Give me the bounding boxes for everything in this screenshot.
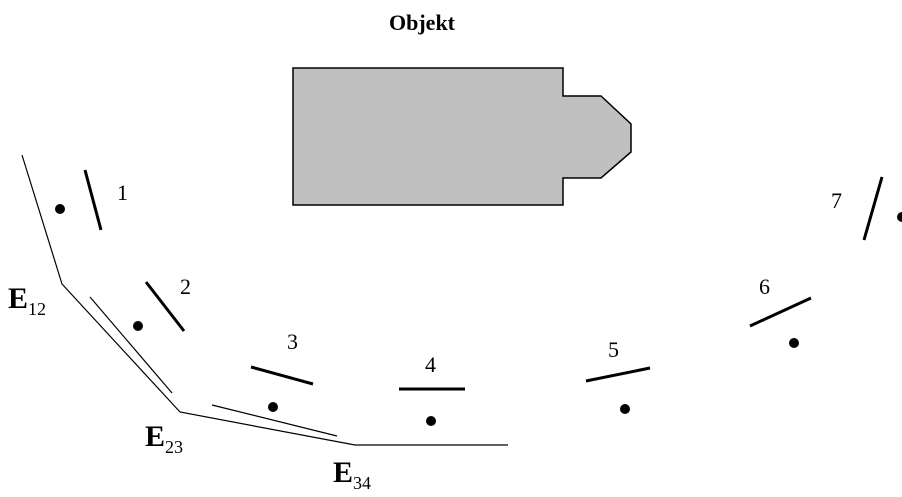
camera-6: 6 — [749, 274, 812, 348]
camera-4: 4 — [399, 352, 465, 426]
camera-7: 7 — [831, 176, 902, 241]
object-shape — [292, 67, 632, 206]
camera-6-center — [789, 338, 799, 348]
camera-5-center — [620, 404, 630, 414]
camera-7-center — [897, 212, 902, 222]
camera-7-image-plane — [862, 176, 884, 241]
camera-2-label: 2 — [180, 274, 191, 299]
camera-4-center — [426, 416, 436, 426]
camera-2-center — [133, 321, 143, 331]
camera-3: 3 — [250, 329, 314, 412]
diagram-title: Objekt — [389, 10, 456, 35]
camera-2: 2 — [133, 274, 191, 332]
camera-3-image-plane — [250, 365, 314, 386]
edge-label-e34-letter: E — [333, 456, 353, 489]
edge-label-e12-subscript: 12 — [28, 299, 46, 319]
camera-1-center — [55, 204, 65, 214]
camera-1-label: 1 — [117, 180, 128, 205]
camera-3-label: 3 — [287, 329, 298, 354]
camera-6-image-plane — [749, 296, 812, 328]
edge-segment-2-3 — [89, 296, 173, 394]
edge-label-e23: E23 — [145, 420, 183, 457]
edge-label-e12-letter: E — [8, 282, 28, 315]
camera-4-label: 4 — [425, 352, 436, 377]
edge-segment-3-4 — [211, 404, 338, 437]
edge-label-e23-letter: E — [145, 420, 165, 453]
camera-5: 5 — [585, 337, 651, 414]
camera-7-label: 7 — [831, 188, 842, 213]
edge-label-e12: E12 — [8, 282, 46, 319]
camera-2-image-plane — [144, 281, 186, 332]
camera-6-label: 6 — [759, 274, 770, 299]
outer-edge-line — [21, 154, 508, 446]
camera-5-label: 5 — [608, 337, 619, 362]
camera-1-image-plane — [83, 169, 103, 231]
camera-1: 1 — [55, 169, 128, 231]
camera-5-image-plane — [585, 366, 651, 383]
camera-3-center — [268, 402, 278, 412]
edge-label-e23-subscript: 23 — [165, 437, 183, 457]
edge-label-e34: E34 — [333, 456, 371, 493]
edge-label-e34-subscript: 34 — [353, 473, 371, 493]
